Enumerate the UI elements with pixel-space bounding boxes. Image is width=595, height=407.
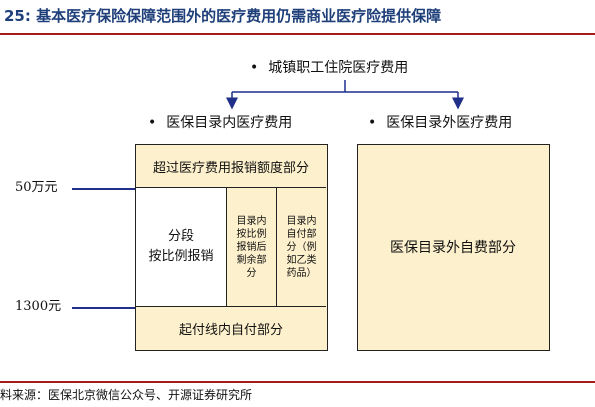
deductible-section: 起付线内自付部分 bbox=[136, 306, 326, 349]
remaining-after-reimbursement-section: 目录内 按比例 报销后 剩余部 分 bbox=[227, 188, 277, 306]
in-catalog-box: 超过医疗费用报销额度部分 分段 按比例报销 目录内 按比例 报销后 剩余部 分 … bbox=[135, 144, 328, 351]
bullet-icon: • bbox=[148, 115, 157, 131]
upper-threshold-label: 50万元 bbox=[15, 180, 58, 195]
lower-threshold-label: 1300元 bbox=[15, 299, 62, 314]
right-branch-node: • 医保目录外医疗费用 bbox=[368, 113, 512, 133]
self-pay-in-catalog-section: 目录内 自付部 分（例 如乙类 药品） bbox=[286, 215, 317, 279]
left-branch-label: 医保目录内医疗费用 bbox=[166, 115, 293, 131]
lower-threshold-line bbox=[72, 307, 136, 309]
right-branch-label: 医保目录外医疗费用 bbox=[386, 115, 513, 131]
over-limit-section: 超过医疗费用报销额度部分 bbox=[136, 145, 326, 188]
left-branch-node: • 医保目录内医疗费用 bbox=[148, 113, 292, 133]
figure-title: 25: 基本医疗保险保障范围外的医疗费用仍需商业医疗险提供保障 bbox=[4, 7, 442, 25]
footer-rule bbox=[0, 381, 595, 383]
root-label: 城镇职工住院医疗费用 bbox=[268, 60, 409, 76]
bullet-icon: • bbox=[250, 60, 259, 76]
out-of-catalog-label: 医保目录外自费部分 bbox=[390, 240, 516, 256]
bullet-icon: • bbox=[368, 115, 377, 131]
source-note: 料来源：医保北京微信公众号、开源证券研究所 bbox=[0, 388, 253, 402]
title-rule bbox=[0, 33, 595, 35]
upper-threshold-line bbox=[72, 188, 136, 190]
proportional-reimbursement-section: 分段 按比例报销 bbox=[136, 188, 227, 306]
root-node: • 城镇职工住院医疗费用 bbox=[250, 58, 408, 78]
out-of-catalog-box: 医保目录外自费部分 bbox=[357, 144, 550, 351]
